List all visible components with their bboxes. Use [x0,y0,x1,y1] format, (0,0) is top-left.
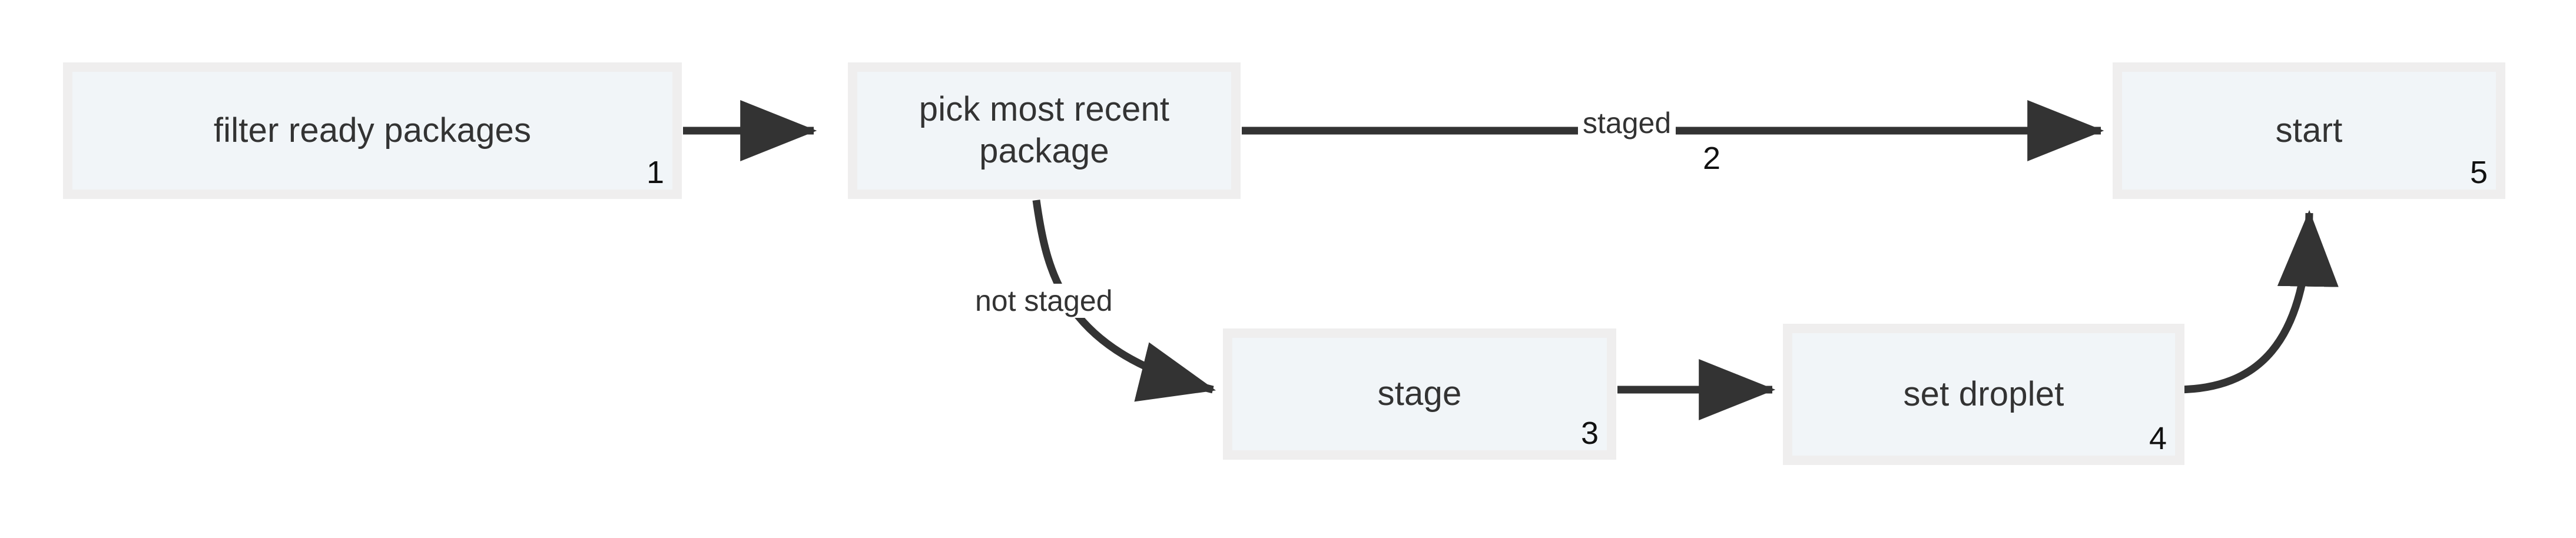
edge-label-not-staged: not staged [970,284,1118,318]
node-id-badge: 1 [646,155,664,190]
node-id-badge: 4 [2149,421,2167,456]
node-set-droplet[interactable]: set droplet 4 [1783,324,2184,465]
node-id-badge: 5 [2469,155,2488,190]
edge-setdroplet-to-start [2178,210,2339,394]
edge-label-staged: staged [1578,106,1676,140]
node-body: stage 3 [1232,338,1607,450]
node-label: filter ready packages [213,111,532,150]
node-body: start 5 [2122,72,2496,190]
node-body: filter ready packages 1 [72,72,672,190]
node-body: pick most recent package [857,72,1231,190]
node-label: start [2275,111,2343,150]
edge-id-badge-staged: 2 [1703,141,1721,176]
node-id-badge: 3 [1580,416,1599,451]
node-label: set droplet [1903,374,2064,413]
node-label: pick most recent package [919,90,1170,170]
node-stage[interactable]: stage 3 [1223,328,1616,460]
node-label: stage [1377,374,1462,413]
node-body: set droplet 4 [1792,333,2175,456]
node-pick-most-recent-package[interactable]: pick most recent package [848,62,1241,199]
node-filter-ready-packages[interactable]: filter ready packages 1 [63,62,682,199]
node-start[interactable]: start 5 [2113,62,2505,199]
